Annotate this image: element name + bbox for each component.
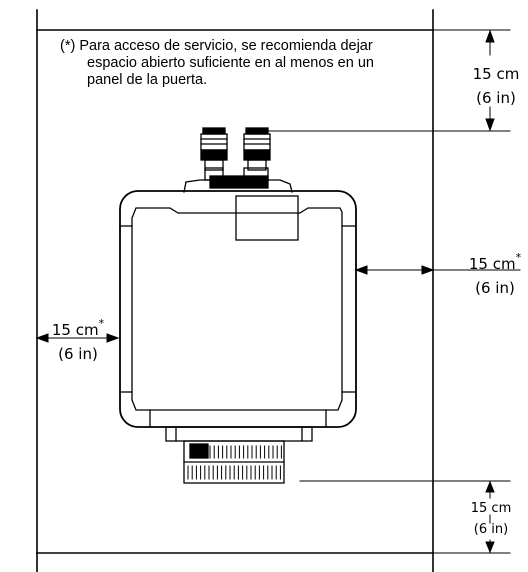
left-clearance-dimension: [35, 333, 120, 343]
outlet-fitting: [243, 127, 271, 171]
right-clearance-label: 15 cm* (6 in): [462, 248, 528, 298]
right-clearance-imperial: (6 in): [475, 279, 515, 297]
left-clearance-value: 15 cm: [51, 321, 99, 339]
top-clearance-imperial: (6 in): [476, 89, 516, 107]
bottom-clearance-imperial: (6 in): [473, 522, 509, 537]
bottom-vent: [183, 440, 285, 484]
left-clearance-imperial: (6 in): [58, 345, 98, 363]
note-line-3: panel de la puerta.: [87, 72, 208, 88]
note-line-1: (*) Para acceso de servicio, se recomien…: [60, 38, 373, 54]
top-clearance-dimension: [254, 29, 511, 132]
cabinet-frame: [36, 9, 434, 572]
service-access-note: (*) Para acceso de servicio, se recomien…: [60, 38, 440, 89]
top-clearance-value: 15 cm: [472, 65, 520, 83]
bottom-clearance-label: 15 cm (6 in): [465, 498, 517, 540]
water-heater-unit: [119, 127, 357, 484]
top-clearance-label: 15 cm (6 in): [468, 56, 524, 110]
bottom-clearance-dimension: [299, 480, 511, 554]
vent-slots: [187, 445, 282, 480]
bottom-clearance-value: 15 cm: [470, 501, 512, 516]
inlet-fitting: [200, 127, 228, 171]
right-clearance-dimension: [354, 265, 521, 275]
note-line-2: espacio abierto suficiente en al menos e…: [87, 55, 374, 71]
right-clearance-value: 15 cm: [468, 255, 516, 273]
left-clearance-label: 15 cm* (6 in): [38, 314, 118, 364]
